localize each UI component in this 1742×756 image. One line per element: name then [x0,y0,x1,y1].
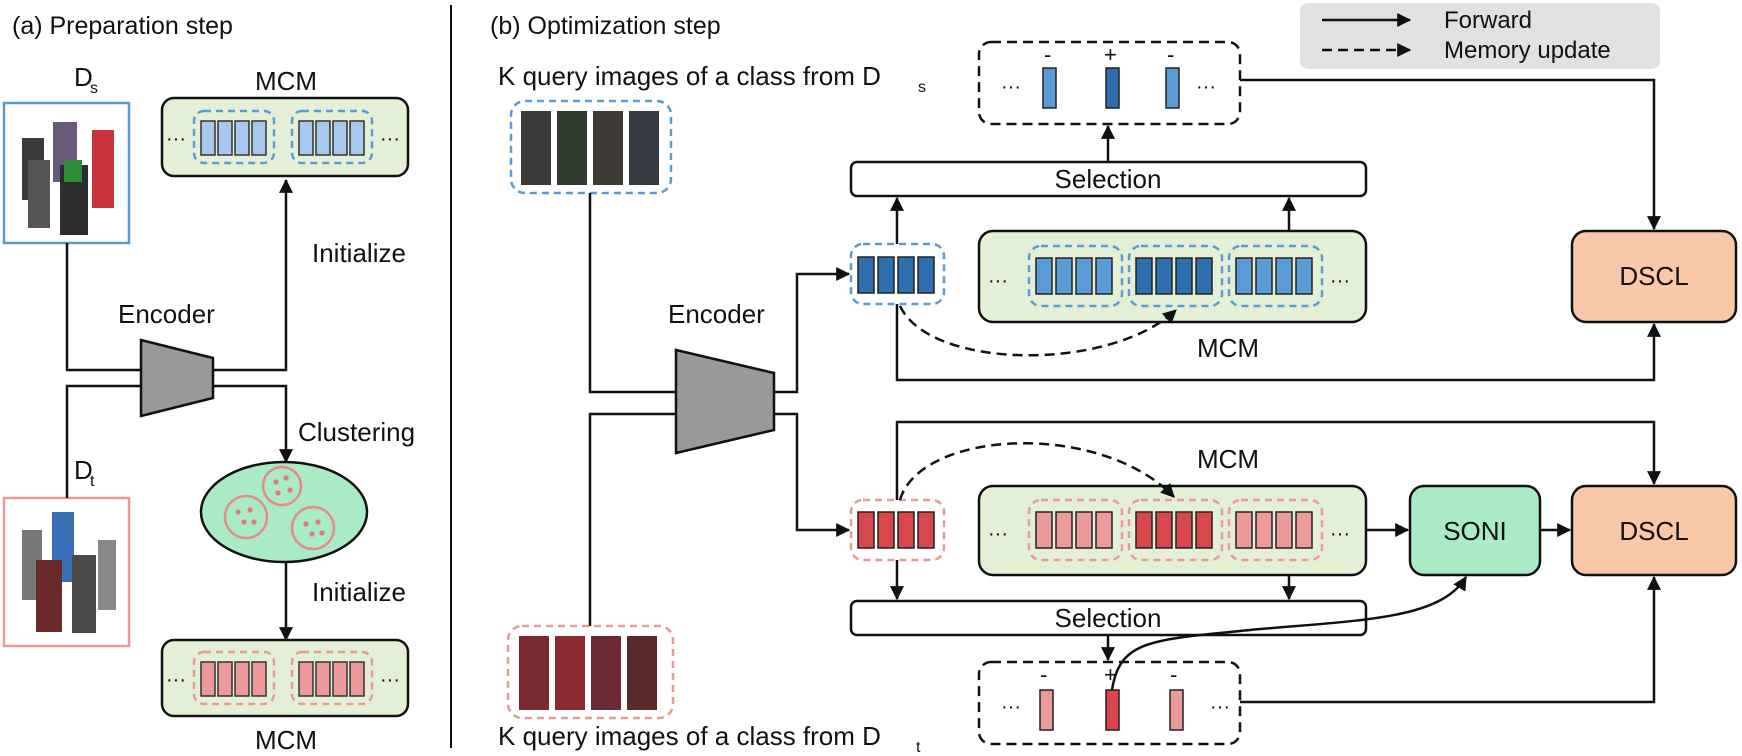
soni-label: SONI [1443,516,1507,546]
ellipsis: ··· [1001,696,1021,718]
legend [1300,3,1660,69]
mcm-source-memory [160,96,410,178]
encoder-b-label: Encoder [668,299,765,329]
source-domain-label: D [74,62,93,92]
negative-sign: - [1044,42,1051,67]
ellipsis: ··· [988,270,1008,292]
query-source-sub: s [918,79,926,96]
negative-sign: - [1170,662,1177,687]
encoder-a-label: Encoder [118,299,215,329]
panel-b-connectors [588,78,1661,704]
mcm-top-label: MCM [255,66,317,96]
ellipsis: ··· [380,669,400,691]
dscl-top-label: DSCL [1619,261,1688,291]
memory-update-curves [898,305,1177,501]
query-target-sub: t [916,739,921,756]
panel-a-connectors [65,178,293,642]
mcm-target-memory [160,638,410,718]
selection-top-label: Selection [1055,164,1162,194]
query-source-images [509,99,673,195]
mcm-b-top-label: MCM [1197,333,1259,363]
positive-sign: + [1104,42,1117,67]
legend-memory-update: Memory update [1444,37,1611,64]
dscl-top [1570,229,1738,324]
ellipsis: ··· [1330,270,1350,292]
mcm-b-target [977,484,1368,577]
source-domain-sub: s [90,80,98,97]
mcm-b-bottom-label: MCM [1197,444,1259,474]
panel-b-title: (b) Optimization step [490,12,721,40]
ellipsis: ··· [166,669,186,691]
mcm-bottom-label: MCM [255,725,317,755]
selected-source-output [977,40,1242,126]
target-query-features [849,498,946,562]
query-target-images [506,624,675,720]
ellipsis: ··· [1001,76,1021,98]
negative-sign: - [1167,42,1174,67]
source-query-features [849,242,946,306]
encoder-a [139,338,215,418]
ellipsis: ··· [1210,696,1230,718]
panel-a-title: (a) Preparation step [12,12,233,40]
dscl-bottom-label: DSCL [1619,516,1688,546]
dscl-bottom [1570,484,1738,577]
ellipsis: ··· [988,523,1008,545]
initialize-bottom: Initialize [312,577,406,607]
clustering-label: Clustering [298,417,415,447]
target-domain-sub: t [90,473,95,490]
ellipsis: ··· [1330,523,1350,545]
query-target-label: K query images of a class from D [498,721,881,751]
clustering-ellipse [199,460,369,564]
ellipsis: ··· [380,128,400,150]
selection-bottom-label: Selection [1055,603,1162,633]
ellipsis: ··· [166,128,186,150]
query-source-label: K query images of a class from D [498,61,881,91]
selected-target-output [977,660,1242,746]
negative-sign: - [1040,662,1047,687]
target-domain-label: D [74,455,93,485]
initialize-top: Initialize [312,238,406,268]
legend-forward: Forward [1444,7,1532,34]
encoder-b [674,348,776,455]
mcm-b-source [977,229,1368,324]
ellipsis: ··· [1196,76,1216,98]
target-domain-images [2,496,131,648]
source-domain-images [2,101,131,245]
